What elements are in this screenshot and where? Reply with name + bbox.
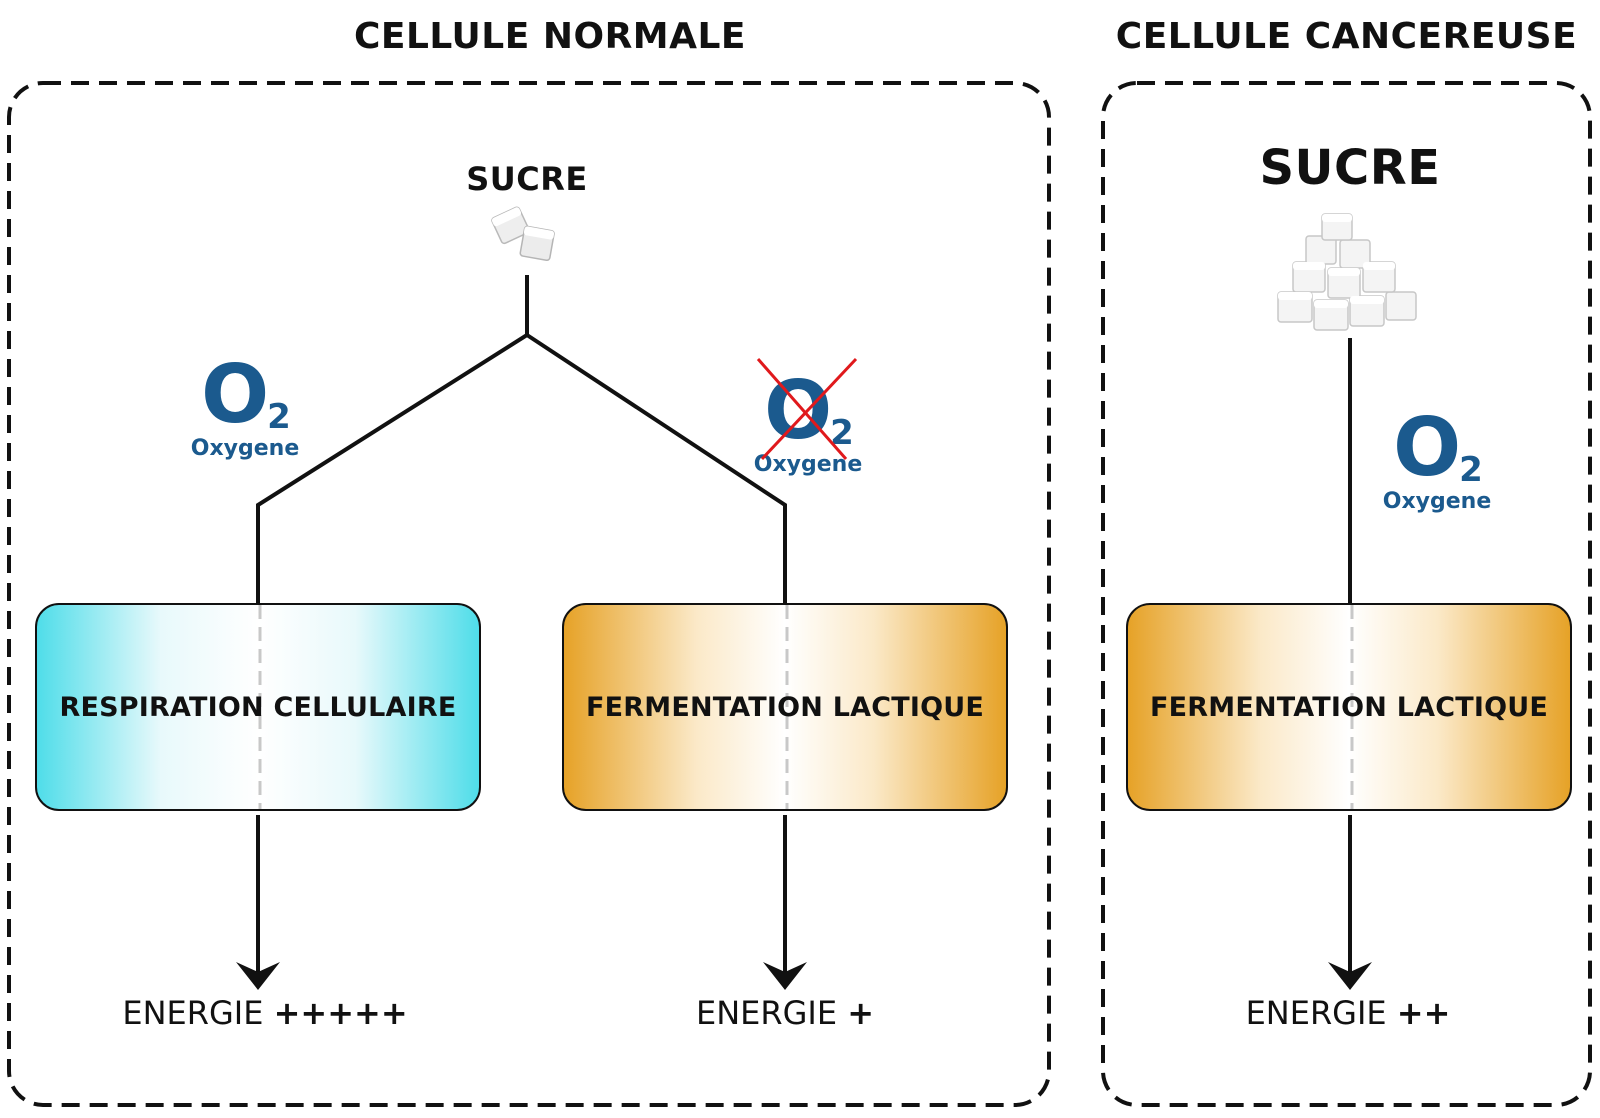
dashed-pass-line: [1350, 605, 1354, 809]
energy-level: +: [847, 994, 875, 1032]
fermentation-box-cancer: FERMENTATION LACTIQUE: [1126, 603, 1572, 811]
o2-icon: O2: [764, 364, 854, 457]
oxygen-label: Oxygene: [1382, 489, 1492, 514]
oxygen-label: Oxygene: [190, 436, 300, 461]
red-x-icon: [756, 357, 858, 461]
energy-word: ENERGIE: [122, 994, 264, 1032]
energy-level: ++: [1396, 994, 1451, 1032]
branch-line-respiration: [256, 275, 529, 603]
fermentation-box-normal: FERMENTATION LACTIQUE: [562, 603, 1008, 811]
energy-level: +++++: [273, 994, 408, 1032]
panel-title-normal: CELLULE NORMALE: [353, 16, 747, 57]
dashed-pass-line: [785, 605, 789, 809]
panel-border-cancer: [1101, 81, 1592, 1107]
sugar-label-cancer: SUCRE: [1259, 140, 1441, 196]
respiration-label: RESPIRATION CELLULAIRE: [59, 691, 457, 723]
energy-label-respiration: ENERGIE +++++: [100, 988, 430, 1038]
energy-word: ENERGIE: [695, 994, 838, 1032]
branch-line-fermentation: [525, 333, 787, 603]
energy-label-fermentation-normal: ENERGIE +: [660, 988, 910, 1038]
dashed-pass-line: [258, 605, 262, 809]
sugar-cubes-icon: [491, 206, 555, 262]
arrow-down-icon: [1328, 962, 1372, 990]
arrow-down-icon: [763, 962, 807, 990]
panel-border-normal: [7, 81, 1051, 1107]
respiration-box: RESPIRATION CELLULAIRE: [35, 603, 481, 811]
oxygen-present-cancer: O2 Oxygene: [1362, 401, 1512, 515]
o2-icon: O2: [201, 348, 291, 441]
sugar-cube-pile-icon: [1277, 213, 1417, 331]
fermentation-label-cancer: FERMENTATION LACTIQUE: [1149, 691, 1549, 723]
energy-word: ENERGIE: [1245, 994, 1387, 1032]
fermentation-label-normal: FERMENTATION LACTIQUE: [585, 691, 985, 723]
o2-icon: O2: [1393, 401, 1483, 494]
energy-label-cancer: ENERGIE ++: [1218, 988, 1478, 1038]
panel-title-cancer: CELLULE CANCEREUSE: [1115, 16, 1578, 57]
oxygen-present-normal: O2 Oxygene: [170, 348, 320, 462]
sugar-label-normal: SUCRE: [466, 160, 588, 198]
oxygen-absent-normal: O2 Oxygene: [733, 364, 883, 478]
arrow-down-icon: [236, 962, 280, 990]
flow-lines-normal: [256, 275, 787, 985]
